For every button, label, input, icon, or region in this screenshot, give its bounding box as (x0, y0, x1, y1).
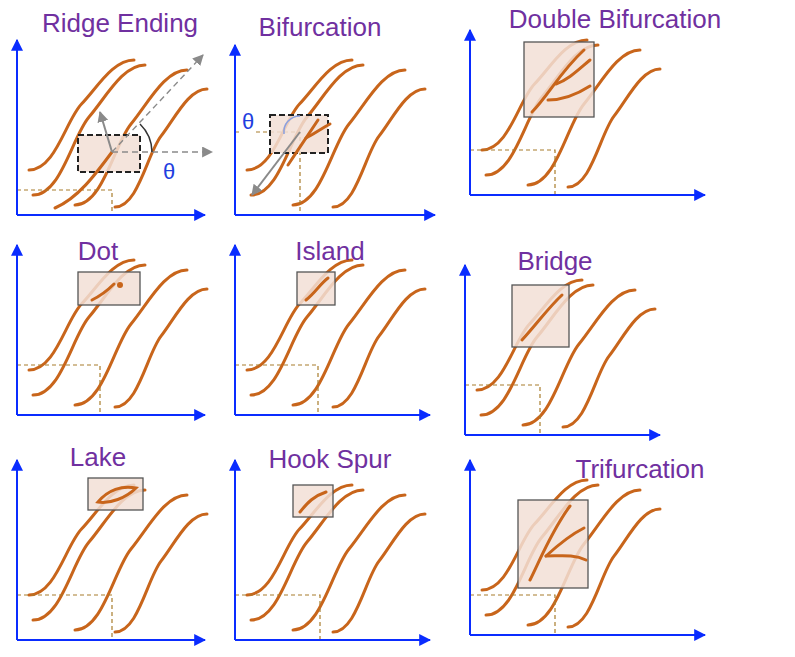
ridge-line (115, 289, 207, 407)
ridge-line (333, 514, 425, 632)
ridge-line (247, 485, 352, 595)
panel-title: Ridge Ending (42, 8, 198, 38)
angle-label: θ (241, 110, 255, 134)
ridge-line (247, 260, 352, 370)
minutia-box (518, 500, 588, 588)
ridge-line (293, 70, 405, 205)
panel-title: Bridge (517, 246, 592, 276)
ridge-line (482, 480, 587, 590)
panel-title: Trifurcation (575, 454, 704, 484)
minutia-box (78, 272, 140, 305)
guide-line (235, 365, 318, 415)
y-axis (16, 245, 18, 415)
y-axis (16, 460, 18, 640)
y-axis (234, 245, 236, 415)
minutia-box (512, 285, 569, 347)
minutia-ridge (300, 492, 326, 512)
ridge-line (75, 270, 187, 405)
panel-title: Lake (70, 442, 126, 472)
x-axis (465, 434, 660, 436)
direction-arrow (100, 112, 112, 152)
x-axis (470, 194, 705, 196)
minutia-ridge (98, 487, 136, 502)
minutia-box (524, 42, 594, 117)
minutia-ridge (532, 50, 584, 112)
direction-arrow (252, 132, 300, 195)
minutia-ridge (546, 556, 586, 560)
y-axis (469, 30, 471, 195)
ridge-line (333, 289, 425, 407)
minutia-ridge (55, 152, 112, 208)
ridge-line (293, 270, 405, 405)
x-axis (17, 214, 205, 216)
x-axis (235, 639, 430, 641)
minutia-ridge (546, 528, 584, 556)
guide-line (470, 150, 555, 195)
ridge-line (75, 495, 187, 630)
x-axis (17, 414, 205, 416)
angle-arc (284, 116, 300, 134)
direction-line (112, 55, 203, 152)
minutia-ridge (522, 295, 562, 340)
minutia-ridge (306, 124, 330, 138)
reference-line (112, 151, 212, 152)
ridge-line (563, 309, 655, 427)
y-axis (234, 460, 236, 640)
x-axis (235, 214, 435, 216)
minutia-ridge (530, 506, 570, 580)
y-axis (234, 45, 236, 215)
x-axis (17, 639, 205, 641)
panel-title: Bifurcation (259, 12, 382, 42)
minutia-box (88, 478, 143, 510)
y-axis (464, 265, 466, 435)
panel-title: Hook Spur (269, 444, 392, 474)
minutia-ridge (92, 284, 114, 300)
angle-label: θ (162, 160, 176, 184)
guide-line (465, 385, 540, 435)
y-axis (16, 40, 18, 215)
minutia-box (293, 485, 333, 517)
minutia-ridge (548, 86, 590, 100)
panel-title: Island (295, 236, 364, 266)
panel-title: Dot (78, 236, 118, 266)
x-axis (235, 414, 430, 416)
minutia-ridge (306, 278, 328, 300)
y-axis (469, 460, 471, 635)
ridge-line (477, 280, 582, 390)
ridge-line (333, 89, 425, 207)
guide-line (17, 365, 100, 415)
minutia-box (297, 272, 335, 305)
guide-line (235, 132, 300, 215)
angle-arc (140, 124, 152, 152)
x-axis (470, 634, 705, 636)
guide-line (17, 595, 112, 640)
guide-line (235, 595, 320, 640)
guide-line (470, 595, 555, 635)
minutia-ridge (556, 60, 590, 84)
panel-title: Double Bifurcation (509, 4, 721, 34)
ridge-line (115, 514, 207, 632)
ridge-dot (117, 282, 123, 288)
